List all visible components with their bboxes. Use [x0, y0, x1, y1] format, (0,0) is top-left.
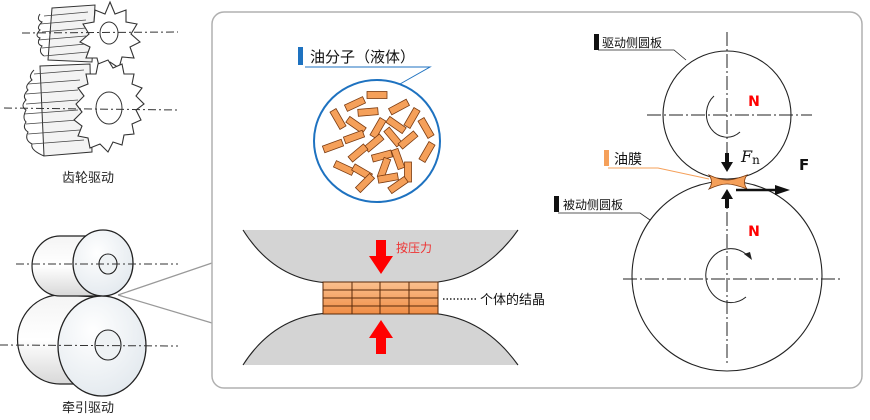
roller-drive-illustration: 牵引驱动 — [0, 229, 179, 416]
oil-molecule-label-marker — [298, 47, 303, 65]
disc-contact-section: N N Fn F 驱动侧圆板 油膜 被动侧圆板 — [554, 32, 840, 372]
gear-drive-caption: 齿轮驱动 — [62, 171, 114, 186]
zoom-callout-lines — [117, 262, 213, 324]
oil-molecule — [354, 172, 376, 194]
small-roller — [31, 229, 134, 297]
traction-force-arrowhead — [775, 185, 790, 195]
crystal-label: 个体的结晶 — [480, 292, 545, 308]
driving-disc-label: 驱动侧圆板 — [602, 36, 662, 50]
oil-molecule — [329, 108, 347, 130]
driven-disc — [631, 180, 823, 372]
oil-molecule — [332, 160, 356, 176]
gear-drive-illustration: 齿轮驱动 — [3, 0, 179, 186]
pressure-arrow-down — [369, 240, 393, 274]
oil-film-label-marker — [604, 150, 609, 166]
oil-molecules — [321, 91, 436, 195]
oil-molecule-leader-line — [305, 66, 432, 85]
contact-crystal-section: 按压力 个体的结晶 — [242, 229, 545, 366]
driven-disc-rotation-label: N — [748, 224, 760, 240]
oil-molecule-label: 油分子（液体） — [310, 48, 415, 66]
gear-axis-lines — [3, 31, 179, 111]
driving-disc-leader-line — [598, 49, 687, 61]
oil-molecule — [345, 115, 367, 135]
oil-molecule — [347, 143, 369, 163]
oil-molecule — [369, 117, 387, 139]
oil-molecule — [357, 107, 379, 117]
driving-disc-rotation-icon — [705, 95, 741, 138]
crystal-block — [322, 281, 439, 315]
oil-molecule — [387, 175, 409, 195]
oil-molecule — [342, 129, 366, 145]
driven-disc-rotation-icon — [705, 248, 749, 304]
small-gear — [36, 0, 141, 71]
oil-molecule — [343, 96, 367, 112]
oil-molecule — [390, 147, 406, 171]
oil-film-leader-line — [608, 167, 710, 180]
oil-film-label: 油膜 — [614, 152, 642, 168]
driven-disc-label-marker — [554, 196, 559, 212]
roller-drive-caption: 牵引驱动 — [62, 401, 114, 416]
normal-force-arrow-down — [721, 153, 733, 172]
oil-molecule — [377, 172, 399, 184]
driving-disc-label-marker — [594, 34, 599, 50]
oil-molecule — [366, 91, 388, 99]
oil-molecule — [321, 138, 345, 154]
normal-force-symbol: Fn — [740, 147, 760, 167]
driven-disc-label: 被动侧圆板 — [563, 198, 623, 212]
large-gear — [22, 59, 145, 157]
traction-force-label: F — [799, 156, 809, 174]
driven-disc-rotation-arrowhead — [744, 252, 752, 260]
oil-molecule — [418, 141, 436, 163]
oil-molecule — [370, 149, 394, 163]
oil-molecule — [385, 115, 407, 135]
normal-force-arrow-up — [721, 189, 733, 208]
oil-molecule — [387, 98, 411, 116]
oil-molecule — [417, 117, 435, 139]
pressure-arrow-up — [369, 320, 393, 354]
driving-disc-rotation-label: N — [748, 94, 760, 110]
roller-axis-lines — [0, 263, 179, 347]
oil-molecule — [397, 130, 419, 150]
oil-molecule — [403, 107, 421, 129]
driven-disc-leader-line — [558, 212, 651, 221]
pressure-label: 按压力 — [396, 241, 432, 255]
oil-molecule-section: 油分子（液体） — [298, 47, 441, 203]
